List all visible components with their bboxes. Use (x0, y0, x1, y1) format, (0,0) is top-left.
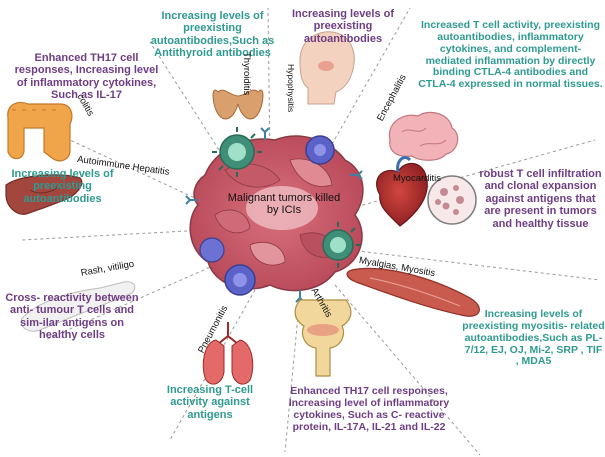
t-cell-purple-top (305, 135, 335, 165)
myocarditis-note: robust T cell infiltration and clonal ex… (479, 168, 602, 230)
colon-illustration (7, 101, 73, 162)
antibodies (185, 127, 363, 303)
lungs-illustration (202, 322, 254, 385)
separator-line (267, 7, 271, 161)
knee-illustration (294, 299, 352, 377)
thyroid-note: Increasing levels of preexisting autoant… (150, 10, 275, 60)
arthritis-note: Enhanced TH17 cell responses, Increasing… (288, 385, 450, 433)
separator-line (44, 264, 216, 341)
skin-note: Cross- reactivity between anti- tumour T… (5, 292, 139, 342)
separator-line (319, 7, 411, 166)
muscle-illustration (346, 267, 480, 317)
pneumonitis-note: Increasing T-cell activity against antig… (166, 384, 254, 421)
label-thyroiditis: Thyroiditis (241, 52, 252, 96)
pituitary-note: Increasing levels of preexisting autoant… (291, 8, 395, 45)
t-cell-teal-right (322, 222, 361, 268)
tumor-mass (189, 135, 364, 292)
colitis-note: Enhanced TH17 cell responses, Increasing… (14, 52, 159, 102)
encephalitis-note: Increased T cell activity, preexisting a… (418, 19, 603, 91)
liver-illustration (5, 174, 83, 215)
separator-line (284, 294, 301, 453)
thyroid-illustration (212, 89, 264, 120)
tissue-zoom-circle (427, 175, 477, 225)
separator-line (21, 229, 206, 241)
myositis-note: Increasing levels of preexisting myositi… (462, 308, 605, 368)
t-cell-purple-bottom (224, 264, 256, 296)
t-cell-teal-top (212, 127, 262, 177)
separator-line (334, 284, 481, 456)
hepatitis-note: Increasing levels of preexisting autoant… (11, 168, 114, 205)
separator-line (69, 139, 211, 206)
arm-illustration (20, 281, 136, 332)
label-upside-down: Hypophysitis (286, 64, 296, 113)
t-cell-purple-left (199, 237, 225, 263)
center-label: Malignant tumors killed by ICIs (227, 192, 341, 217)
brain-illustration (388, 111, 459, 161)
label-myocarditis: Myocarditis (393, 173, 442, 184)
head-illustration (299, 31, 355, 105)
heart-illustration (376, 156, 428, 227)
